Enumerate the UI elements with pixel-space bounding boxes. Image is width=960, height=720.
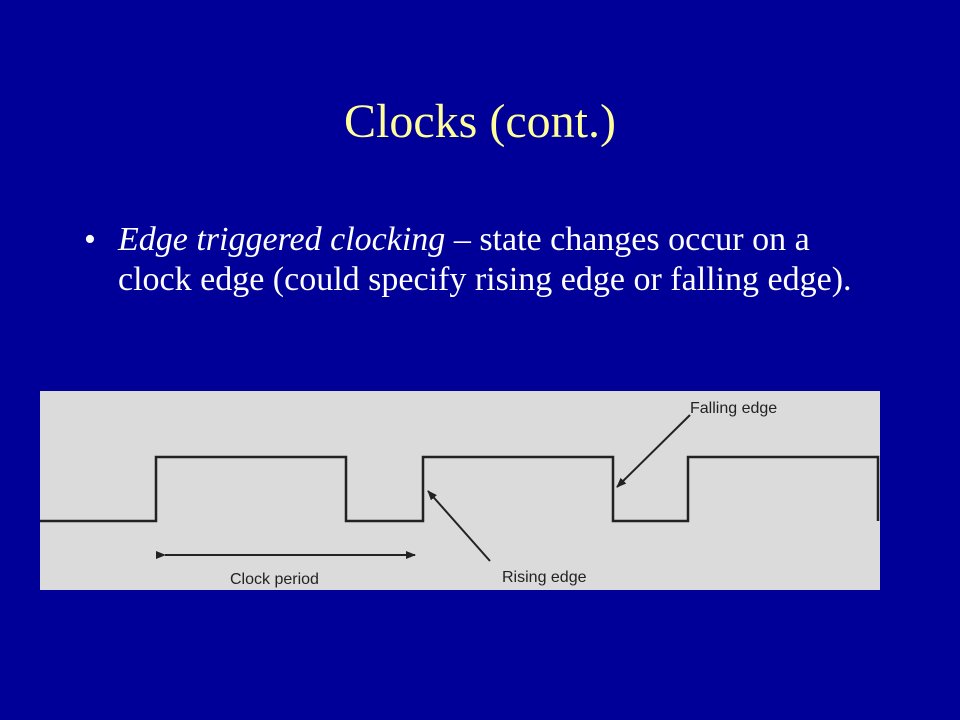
- falling-edge-pointer: [616, 414, 691, 488]
- falling-edge-label: Falling edge: [690, 400, 777, 417]
- slide-title: Clocks (cont.): [344, 95, 616, 148]
- clock-waveform-svg: Falling edge Rising edge Clock period: [40, 400, 880, 588]
- bullet-symbol: •: [84, 221, 96, 258]
- bullet-term: Edge triggered clocking: [118, 221, 446, 258]
- rising-edge-label: Rising edge: [502, 569, 587, 586]
- bullet-description: – state changes occur on a clock edge (c…: [118, 221, 852, 298]
- clock-waveform: [40, 455, 880, 523]
- bullet-item: • Edge triggered clocking – state change…: [84, 220, 884, 300]
- rising-edge-pointer: [427, 490, 491, 562]
- clock-period-label: Clock period: [230, 571, 319, 588]
- clock-diagram: Falling edge Rising edge Clock period: [40, 391, 880, 590]
- bullet-text: Edge triggered clocking – state changes …: [118, 220, 884, 300]
